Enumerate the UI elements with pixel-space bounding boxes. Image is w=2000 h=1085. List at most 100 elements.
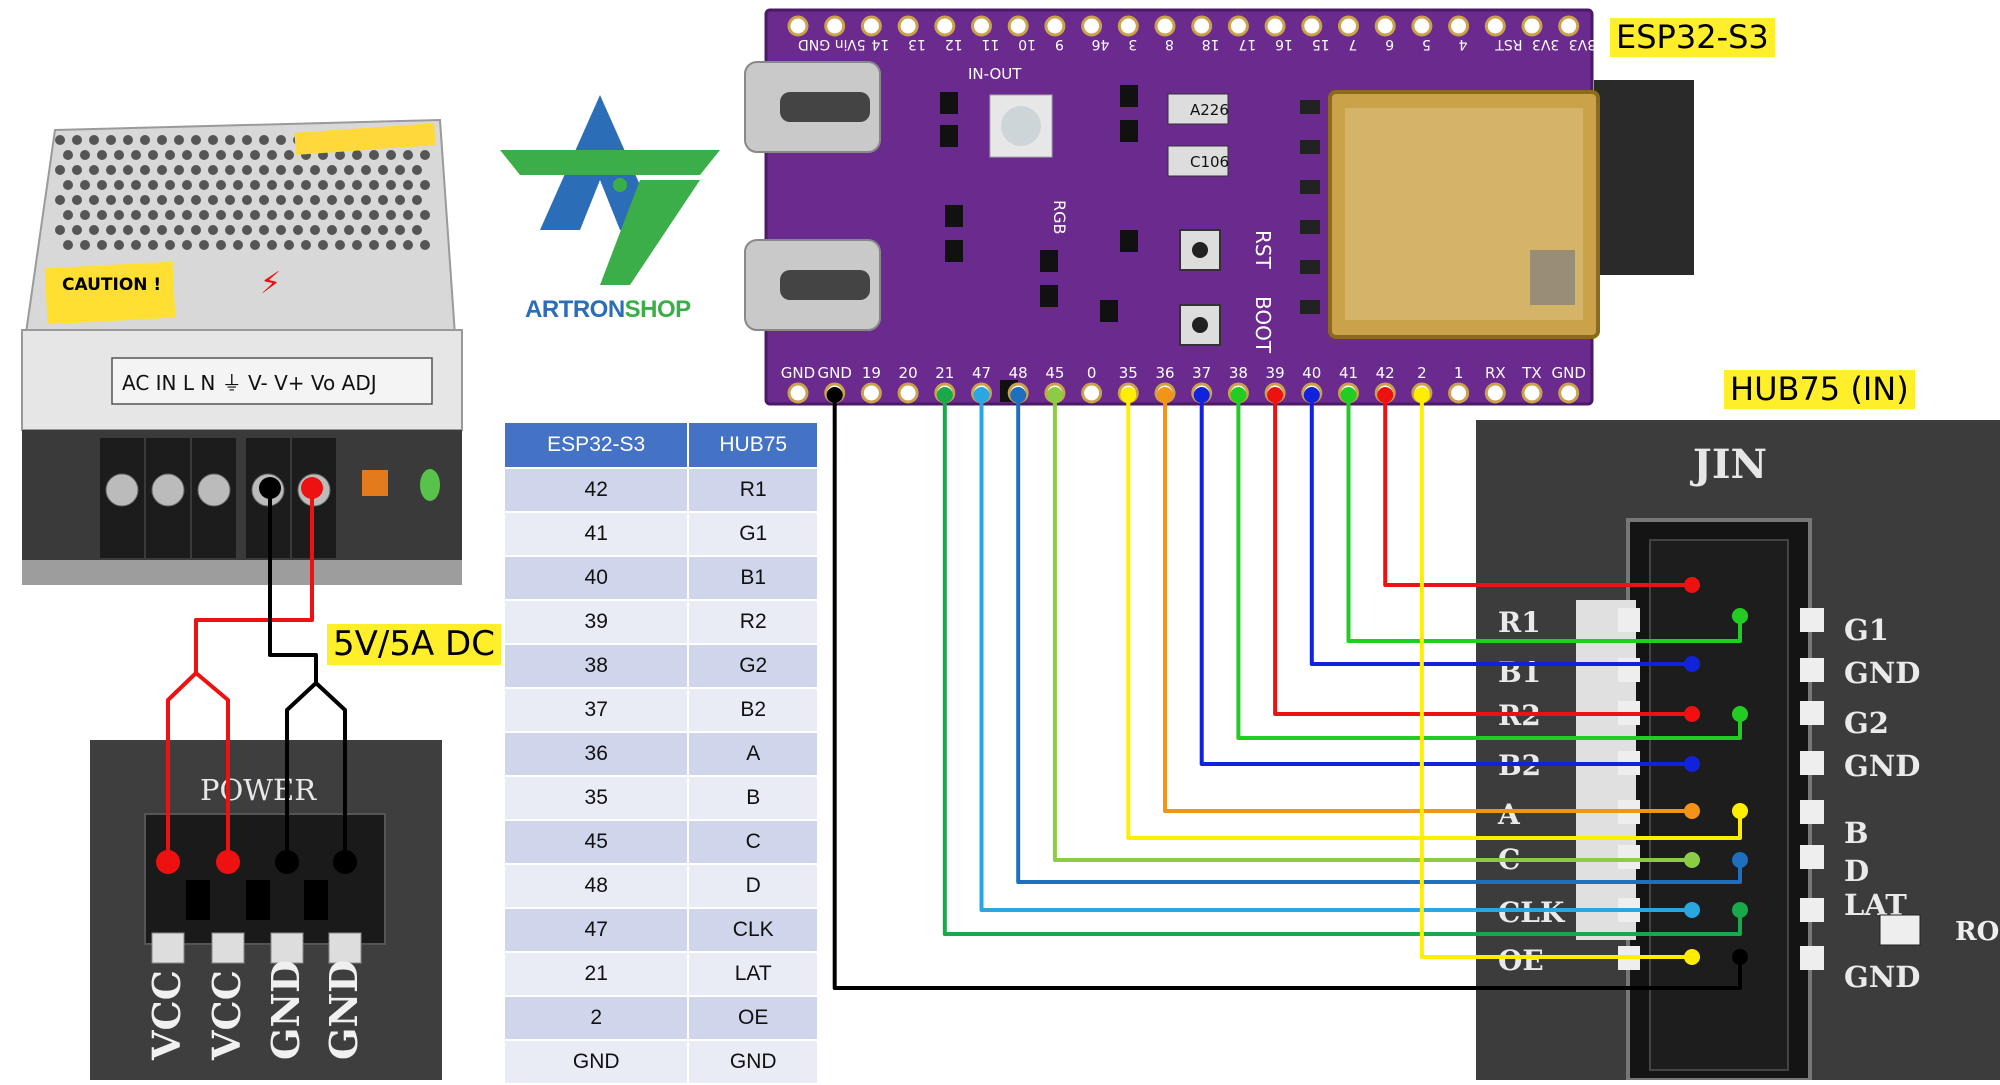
top-pin-hole	[1521, 15, 1543, 37]
wire-end-dot	[1046, 387, 1063, 403]
hub-right-label: B	[1844, 816, 1869, 850]
top-pin-label: 13	[908, 36, 926, 52]
table-cell-esp32: 47	[502, 907, 690, 953]
power-wire-vcc	[166, 488, 314, 862]
signal-wire	[1016, 395, 1742, 884]
table-cell-esp32: 36	[502, 731, 690, 777]
bottom-pin-label: 39	[1266, 364, 1285, 382]
bottom-pin-label: 47	[972, 364, 991, 382]
signal-wire	[832, 395, 1742, 990]
power-wire-gnd	[268, 488, 318, 862]
signal-wire	[1199, 395, 1692, 766]
cap-a226-label: A226	[1190, 101, 1229, 119]
bottom-pin-label: GND	[817, 364, 851, 382]
table-header-hub75: HUB75	[687, 421, 819, 469]
hub-left-label: B1	[1498, 656, 1541, 689]
wire-end-dot	[259, 477, 281, 499]
logo-wordmark: ARTRONSHOP	[525, 296, 691, 324]
wire-end-dot	[1684, 852, 1700, 868]
top-pin-label: 9	[1055, 36, 1064, 52]
bottom-pin-label: GND	[1551, 364, 1585, 382]
table-cell-esp32: 37	[502, 687, 690, 733]
top-pin-label: 6	[1385, 36, 1394, 52]
wire-end-dot	[1732, 706, 1748, 722]
top-pin-label: 3	[1128, 36, 1137, 52]
bottom-pin-hole	[1558, 382, 1580, 404]
hub75-title-label: HUB75 (IN)	[1724, 370, 1915, 410]
hub-right-label: GND	[1844, 656, 1920, 690]
bottom-pin-label: 36	[1155, 364, 1174, 382]
hub-right-label: G2	[1844, 706, 1889, 740]
bottom-pin-label: 2	[1417, 364, 1427, 382]
top-pin-hole	[1227, 15, 1249, 37]
table-cell-esp32: GND	[502, 1039, 690, 1085]
rst-label: RST	[1251, 230, 1275, 270]
table-cell-esp32: 42	[502, 467, 690, 513]
top-pin-label: 16	[1275, 36, 1293, 52]
wire-end-dot	[333, 850, 357, 874]
top-pin-label: 11	[982, 36, 1000, 52]
wire-end-dot	[1732, 902, 1748, 918]
wire-end-dot	[1157, 387, 1173, 403]
hub-left-label: A	[1497, 798, 1521, 831]
wire-end-dot	[1732, 803, 1748, 819]
bottom-pin-label: 1	[1454, 364, 1464, 382]
bottom-pin-hole	[860, 382, 882, 404]
bottom-pin-hole	[1521, 382, 1543, 404]
wire-end-dot	[1684, 949, 1700, 965]
bottom-pin-label: 48	[1009, 364, 1028, 382]
hub-left-label: R1	[1498, 606, 1541, 639]
top-pin-hole	[1448, 15, 1470, 37]
table-cell-hub75: CLK	[687, 907, 819, 953]
table-cell-hub75: G2	[687, 643, 819, 689]
wire-end-dot	[156, 850, 180, 874]
bottom-pin-label: 21	[935, 364, 954, 382]
board-title-label: ESP32-S3	[1610, 18, 1775, 58]
table-cell-hub75: R2	[687, 599, 819, 645]
psu-voltage-label: 5V/5A DC	[327, 624, 501, 666]
wire-end-dot	[1377, 387, 1394, 403]
power-supply-unit: CAUTION ! ⚡ AC IN L N ⏚ V- V+ Vo ADJ	[21, 118, 463, 585]
table-cell-esp32: 41	[502, 511, 690, 557]
top-pin-hole	[971, 15, 992, 37]
logo-text-a: ARTRON	[525, 296, 625, 323]
bottom-pin-label: 38	[1229, 364, 1248, 382]
rgb-label: RGB	[1050, 200, 1069, 235]
wire-end-dot	[1230, 387, 1247, 403]
boot-label: BOOT	[1251, 296, 1275, 354]
signal-wire	[1383, 395, 1692, 587]
wire-end-dot	[1684, 577, 1700, 593]
wire-end-dot	[1267, 387, 1284, 403]
power-pin-label: GND	[321, 960, 366, 1060]
wire-end-dot	[301, 477, 323, 499]
bottom-pin-label: 19	[862, 364, 881, 382]
top-pin-label: 14	[871, 36, 889, 52]
table-cell-esp32: 21	[502, 951, 690, 997]
top-pin-label: RST	[1495, 36, 1523, 52]
top-pin-label: 10	[1018, 36, 1036, 52]
top-pin-label: 46	[1092, 36, 1110, 52]
power-pin-label: VCC	[204, 970, 249, 1061]
power-pin-label: VCC	[144, 970, 189, 1061]
top-pin-label: 18	[1202, 36, 1220, 52]
table-cell-esp32: 45	[502, 819, 690, 865]
wire-end-dot	[275, 850, 299, 874]
bottom-pin-hole	[787, 382, 809, 404]
signal-wire	[1273, 395, 1692, 716]
wire-end-dot	[1413, 387, 1430, 403]
wire-end-dot	[1684, 656, 1700, 672]
wire-end-dot	[1684, 756, 1700, 772]
top-pin-hole	[787, 15, 809, 37]
